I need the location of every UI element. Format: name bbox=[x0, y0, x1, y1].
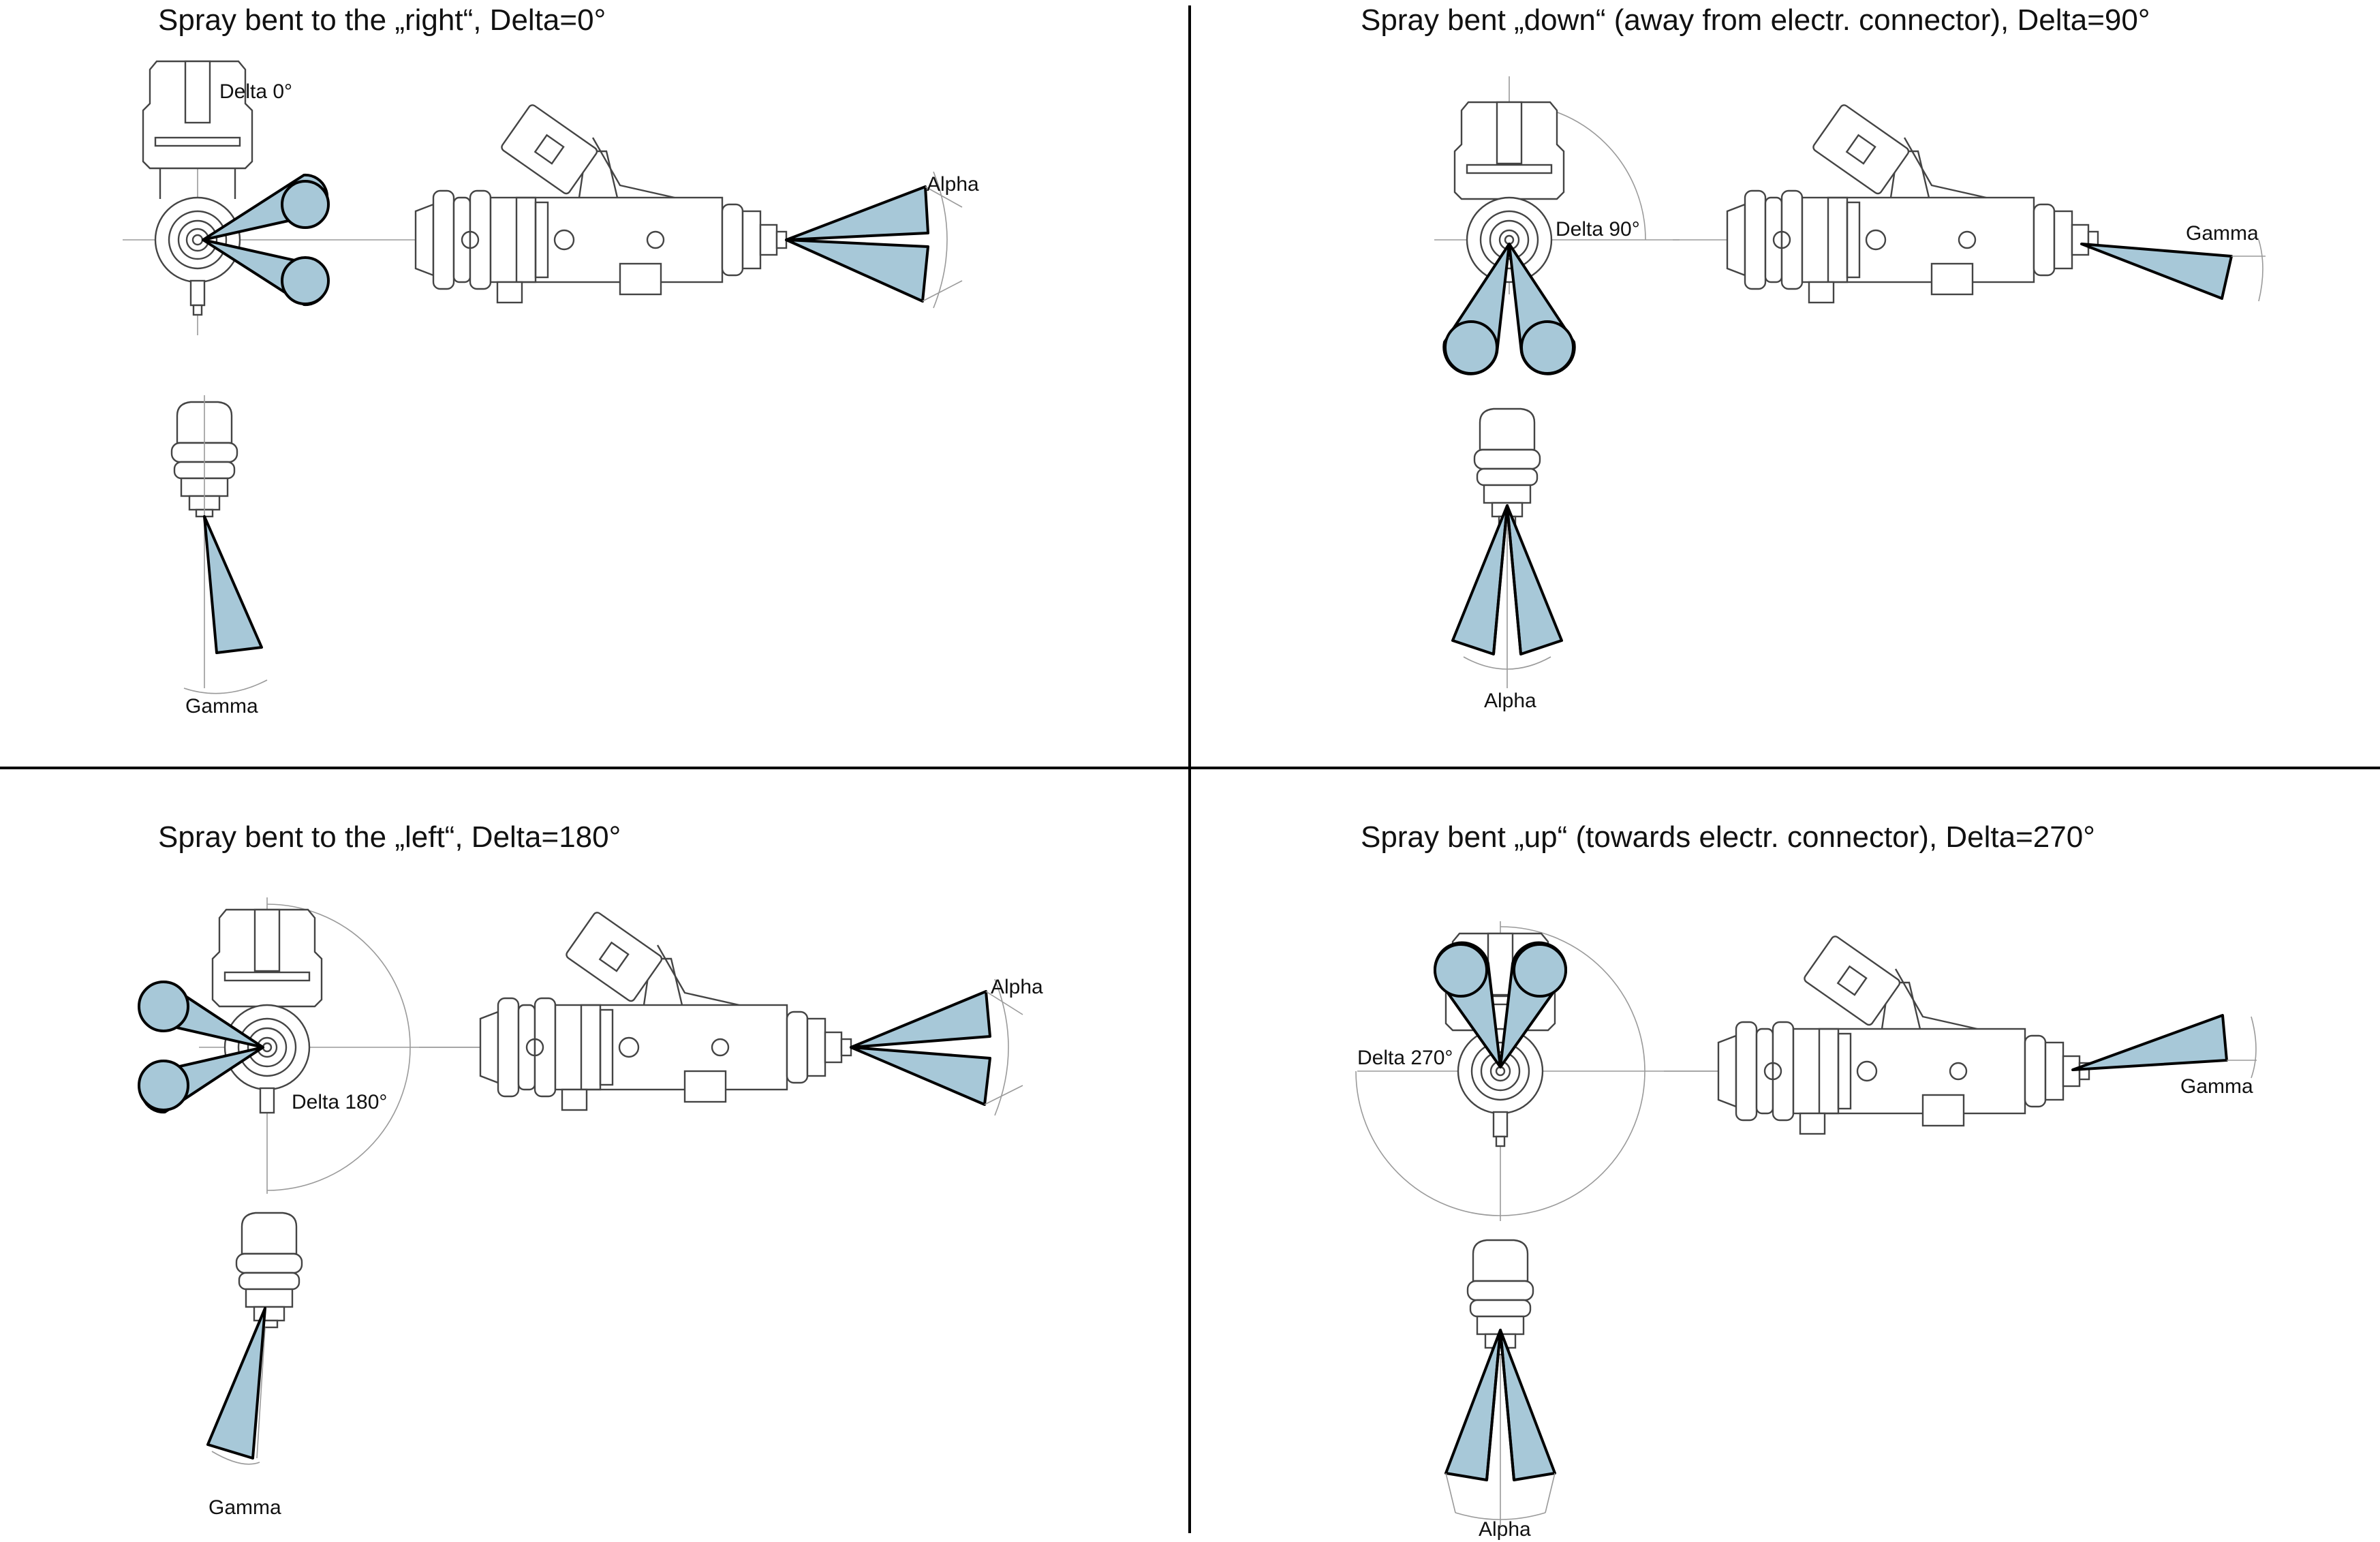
bottom-label: Gamma bbox=[185, 695, 258, 718]
bottom-view bbox=[1451, 407, 1563, 688]
front-view bbox=[1434, 76, 1680, 375]
side-label: Gamma bbox=[2180, 1075, 2253, 1098]
panel-title: Spray bent to the „right“, Delta=0° bbox=[158, 3, 606, 37]
bottom-view bbox=[170, 395, 268, 694]
delta-label: Delta 0° bbox=[219, 80, 292, 103]
side-label: Alpha bbox=[927, 173, 979, 196]
bottom-label: Gamma bbox=[208, 1496, 281, 1519]
delta-label: Delta 270° bbox=[1357, 1047, 1453, 1069]
side-view bbox=[1664, 936, 2257, 1135]
panel-delta-90: Spray bent „down“ (away from electr. con… bbox=[1361, 3, 2266, 712]
side-view bbox=[1673, 104, 2266, 304]
panel-title: Spray bent to the „left“, Delta=180° bbox=[158, 820, 621, 854]
front-view bbox=[123, 60, 361, 335]
panel-title: Spray bent „down“ (away from electr. con… bbox=[1361, 3, 2150, 37]
front-view bbox=[1355, 921, 1759, 1221]
bottom-label: Alpha bbox=[1479, 1518, 1531, 1541]
bottom-view bbox=[206, 1212, 303, 1465]
side-label: Alpha bbox=[991, 976, 1043, 998]
front-view bbox=[138, 897, 492, 1194]
side-view bbox=[361, 104, 963, 309]
panel-title: Spray bent „up“ (towards electr. connect… bbox=[1361, 820, 2095, 854]
panel-delta-270: Spray bent „up“ (towards electr. connect… bbox=[1355, 820, 2257, 1541]
panel-delta-180: Spray bent to the „left“, Delta=180° Del… bbox=[138, 820, 1043, 1519]
panel-delta-0: Spray bent to the „right“, Delta=0° Delt… bbox=[123, 3, 979, 718]
side-view bbox=[419, 912, 1023, 1116]
delta-label: Delta 90° bbox=[1556, 218, 1640, 241]
side-label: Gamma bbox=[2186, 222, 2259, 245]
delta-label: Delta 180° bbox=[292, 1091, 387, 1113]
bottom-view bbox=[1444, 1239, 1556, 1526]
bottom-label: Alpha bbox=[1484, 690, 1536, 712]
